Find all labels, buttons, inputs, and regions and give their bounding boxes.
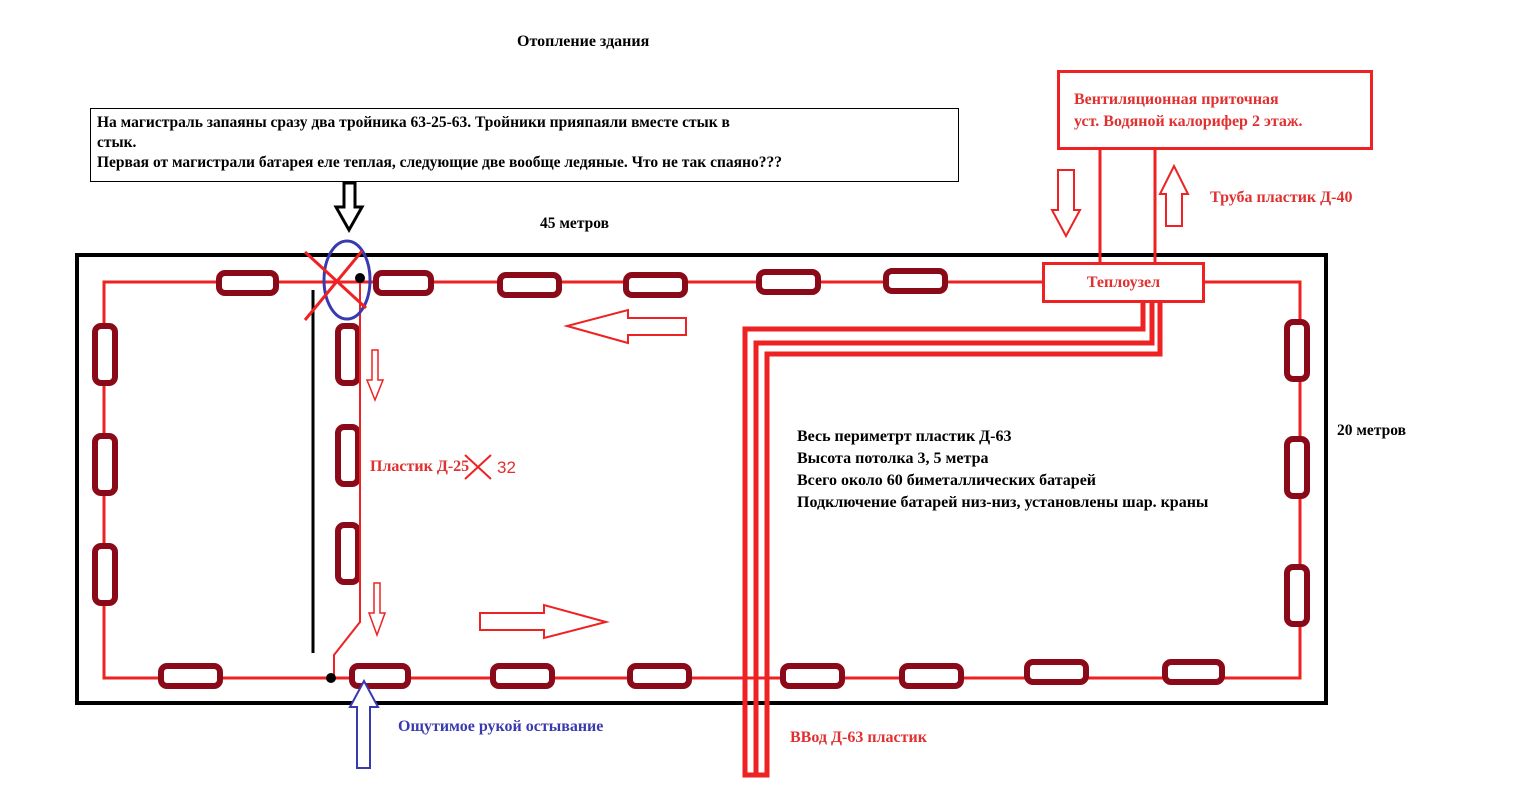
branch-label-cross — [464, 454, 492, 480]
flow-right-arrow — [479, 603, 610, 640]
flow-down-arrow-1 — [365, 349, 385, 403]
radiators-top — [216, 268, 948, 298]
branch-pipe-label: Пластик Д-25 — [370, 458, 470, 475]
entry-pipe — [742, 303, 1163, 778]
radiators-left — [92, 323, 118, 606]
ventilation-pipes — [1098, 150, 1157, 262]
note-line-3: Первая от магистрали батарея еле теплая,… — [97, 154, 782, 171]
length-label: 45 метров — [540, 215, 609, 232]
black-down-arrow — [333, 181, 365, 234]
flow-left-arrow — [563, 308, 687, 345]
info-line-4: Подключение батарей низ-низ, установлены… — [797, 494, 1209, 511]
note-line-2: стык. — [97, 134, 137, 151]
diagram-title: Отопление здания — [517, 33, 650, 50]
ventilation-line-2: уст. Водяной калорифер 2 этаж. — [1074, 113, 1303, 130]
vent-up-arrow — [1158, 163, 1190, 227]
width-label: 20 метров — [1337, 422, 1406, 439]
radiators-branch — [335, 323, 361, 585]
flow-down-arrow-2 — [367, 582, 387, 638]
pipe-d40-label: Труба пластик Д-40 — [1210, 189, 1353, 206]
note-line-1: На магистраль запаяны сразу два тройника… — [97, 114, 730, 131]
radiators-right — [1284, 319, 1310, 627]
vent-down-arrow — [1050, 169, 1082, 239]
cross-mark — [303, 250, 368, 321]
building-outline — [75, 253, 1328, 705]
cooling-label: Ощутимое рукой остывание — [398, 718, 604, 735]
info-line-1: Весь периметрт пластик Д-63 — [797, 428, 1012, 445]
ventilation-line-1: Вентиляционная приточная — [1074, 91, 1279, 108]
info-line-2: Высота потолка 3, 5 метра — [797, 450, 989, 467]
problem-circle — [322, 239, 372, 321]
entry-label: ВВод Д-63 пластик — [790, 729, 927, 746]
heat-unit-box: Теплоузел — [1042, 262, 1205, 303]
tee-point-top — [355, 273, 365, 283]
branch-diameter-correction: 32 — [497, 458, 516, 477]
branch-pipe — [333, 282, 361, 678]
tee-point-bottom — [326, 673, 336, 683]
radiators-bottom — [158, 659, 1225, 689]
info-line-3: Всего около 60 биметаллических батарей — [797, 472, 1097, 489]
question-note: На магистраль запаяны сразу два тройника… — [90, 108, 959, 182]
ventilation-box: Вентиляционная приточная уст. Водяной ка… — [1057, 70, 1373, 150]
building-info: Весь периметрт пластик Д-63 Высота потол… — [797, 426, 1208, 514]
blue-up-arrow — [348, 678, 380, 769]
